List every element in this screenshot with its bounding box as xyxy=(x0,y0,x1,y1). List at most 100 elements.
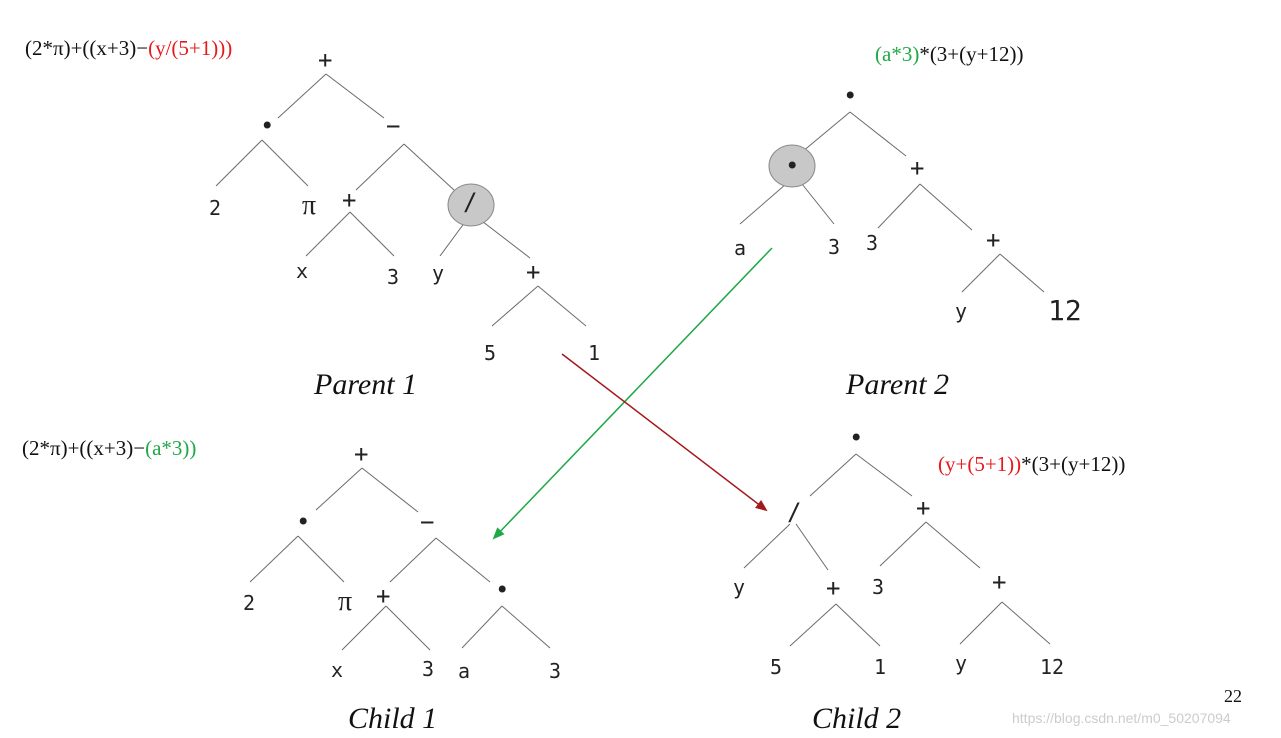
p2-node-y: y xyxy=(955,299,967,323)
p2-node-plus-y12: + xyxy=(986,226,1000,254)
p1-node-pi: π xyxy=(302,190,316,221)
child1-tree: + • − 2 π + x 3 • a 3 xyxy=(243,440,561,683)
p1-edge-div-plus xyxy=(477,217,531,259)
p1-crossover-point-highlight xyxy=(447,183,495,227)
c2-node-1: 1 xyxy=(874,655,886,679)
child1-expression-green: (a*3)) xyxy=(145,436,197,460)
c1-node-3: 3 xyxy=(422,657,434,681)
c2-node-plus-51: + xyxy=(826,574,840,602)
c1-edge-minus-plus xyxy=(389,537,437,583)
c2-node-3: 3 xyxy=(872,575,884,599)
p2-edge-mul-a xyxy=(739,183,787,225)
p1-node-minus: − xyxy=(386,112,400,140)
p1-node-root: + xyxy=(318,46,332,74)
p1-node-y: y xyxy=(432,261,444,285)
p1-edge-plus-3 xyxy=(349,211,395,257)
c2-edge-plus-1 xyxy=(835,603,881,647)
parent1-tree: + • − 2 π + x 3 / y + 5 1 xyxy=(209,46,600,365)
child2-expression: (y+(5+1))*(3+(y+12)) xyxy=(938,452,1125,477)
c1-node-a: a xyxy=(458,659,470,683)
p1-edge-mul-2 xyxy=(215,139,263,187)
p1-edge-plus-1 xyxy=(537,285,587,327)
child1-expression: (2*π)+((x+3)−(a*3)) xyxy=(22,436,196,461)
c1-node-x: x xyxy=(331,658,343,682)
p1-node-plus-x3: + xyxy=(342,186,356,214)
c1-edge-root-minus xyxy=(361,467,419,513)
c2-edge-root-div xyxy=(809,453,857,497)
c1-node-mul: • xyxy=(296,508,310,536)
p2-node-3a: 3 xyxy=(828,235,840,259)
c1-node-pi: π xyxy=(338,586,352,617)
c1-node-3a: 3 xyxy=(549,659,561,683)
p2-node-plus-top: + xyxy=(910,154,924,182)
p1-node-plus-51: + xyxy=(526,258,540,286)
p2-crossover-point-highlight xyxy=(768,144,816,188)
c1-node-2: 2 xyxy=(243,591,255,615)
parent2-expression-black: *(3+(y+12)) xyxy=(919,42,1024,66)
p1-edge-root-minus xyxy=(325,73,385,119)
c1-edge-minus-mul xyxy=(435,537,491,583)
c2-edge-plus-12 xyxy=(1001,601,1051,645)
p2-node-3: 3 xyxy=(866,231,878,255)
c2-node-root: • xyxy=(849,424,863,452)
crossover-arrow-red xyxy=(561,353,768,512)
c2-node-y-div: y xyxy=(733,575,745,599)
p2-edge-mul-3 xyxy=(801,183,835,225)
c1-node-root: + xyxy=(354,440,368,468)
p1-edge-plus-5 xyxy=(491,285,539,327)
parent2-caption: Parent 2 xyxy=(846,368,950,401)
c1-edge-mul-3 xyxy=(501,605,551,649)
child2-expression-black: *(3+(y+12)) xyxy=(1021,452,1126,476)
parent2-expression-green: (a*3) xyxy=(875,42,920,66)
page-number: 22 xyxy=(1224,686,1242,706)
c2-node-y: y xyxy=(955,651,967,675)
parent1-expression-black: (2*π)+((x+3)− xyxy=(25,36,149,60)
crossover-arrow-green xyxy=(492,247,773,540)
child2-tree: • / y + 5 1 + 3 + y 12 xyxy=(733,424,1064,679)
p2-node-mul: • xyxy=(785,152,799,180)
c2-edge-plus-plus xyxy=(925,521,981,569)
p1-node-x: x xyxy=(296,259,308,283)
p2-edge-root-mul xyxy=(801,111,851,153)
parent2-tree: • • a 3 + 3 + y 12 xyxy=(734,82,1082,327)
c1-edge-mul-pi xyxy=(297,535,345,583)
c2-edge-plus-y xyxy=(959,601,1003,645)
p2-node-root: • xyxy=(843,82,857,110)
p1-edge-plus-x xyxy=(305,211,351,257)
child1-expression-black: (2*π)+((x+3)− xyxy=(22,436,146,460)
c2-node-5: 5 xyxy=(770,655,782,679)
c2-node-div: / xyxy=(787,498,801,526)
c2-node-plus-top: + xyxy=(916,494,930,522)
p1-edge-mul-pi xyxy=(261,139,309,187)
p2-edge-plus-y xyxy=(961,253,1001,293)
p1-node-5: 5 xyxy=(484,341,496,365)
p2-node-a: a xyxy=(734,236,746,260)
p1-node-1: 1 xyxy=(588,341,600,365)
p2-node-12: 12 xyxy=(1048,294,1082,327)
p1-edge-minus-plus xyxy=(355,143,405,191)
c2-edge-plus-3 xyxy=(879,521,927,567)
parent1-expression-red: (y/(5+1))) xyxy=(148,36,233,60)
c2-edge-div-plus xyxy=(795,523,829,571)
c2-node-plus-y12: + xyxy=(992,568,1006,596)
p1-node-3: 3 xyxy=(387,265,399,289)
watermark: https://blog.csdn.net/m0_50207094 xyxy=(1012,710,1231,726)
c2-edge-div-y xyxy=(743,523,791,569)
p2-edge-plus-12 xyxy=(999,253,1045,293)
c1-node-mul-a3: • xyxy=(495,576,509,604)
child2-expression-red: (y+(5+1)) xyxy=(938,452,1022,476)
p1-node-div: / xyxy=(463,188,477,216)
p2-edge-plus-plus xyxy=(919,183,973,231)
c1-edge-plus-3 xyxy=(385,605,431,651)
p2-edge-root-plus xyxy=(849,111,907,157)
parent1-caption: Parent 1 xyxy=(314,368,418,401)
c2-edge-plus-5 xyxy=(789,603,837,647)
child2-caption: Child 2 xyxy=(812,702,902,735)
p1-edge-minus-div xyxy=(403,143,455,191)
c1-node-minus: − xyxy=(420,508,434,536)
c1-node-plus-x3: + xyxy=(376,582,390,610)
p1-node-2: 2 xyxy=(209,196,221,220)
parent1-expression: (2*π)+((x+3)−(y/(5+1))) xyxy=(25,36,232,61)
